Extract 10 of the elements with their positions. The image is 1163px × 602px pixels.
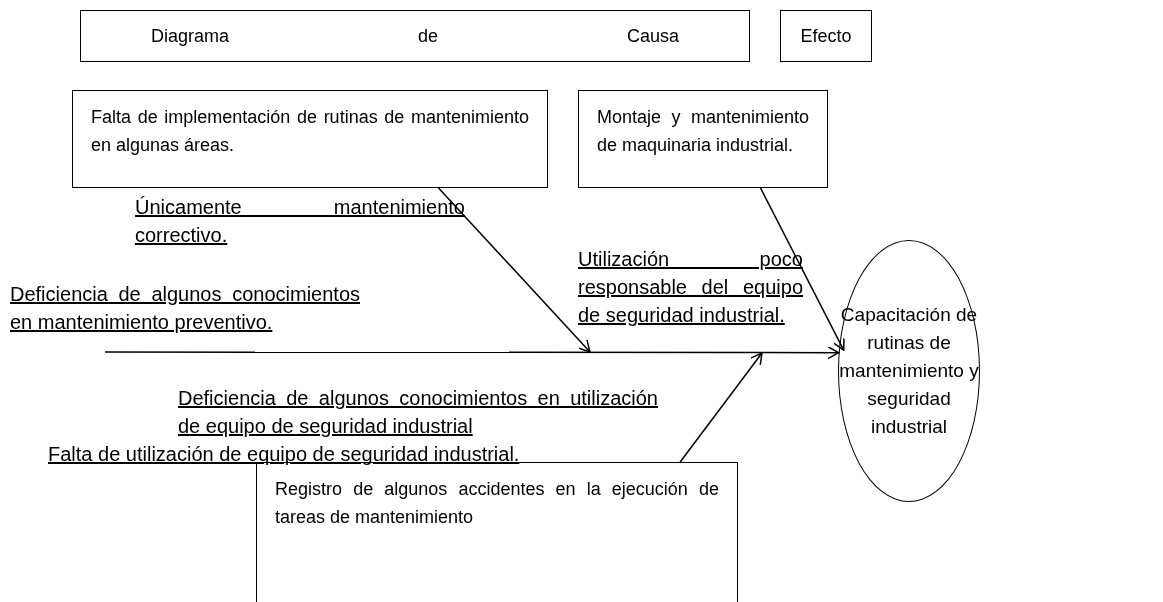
sub-cause-text: Deficiencia de algunos conocimientos en mantenimiento preventivo. [10, 282, 360, 335]
arrow [759, 187, 845, 351]
sub-cause-text: Deficiencia de algunos conocimientos en utilización de equipo de seguridad industrial [178, 386, 658, 439]
effect-heading-box: Efecto [780, 10, 872, 62]
arrow [104, 345, 840, 360]
cause-box: Falta de implementación de rutinas de mantenimiento en algunas áreas. [72, 90, 548, 188]
cause-box: Montaje y mantenimiento de maquinaria industrial. [578, 90, 828, 188]
arrow [437, 187, 591, 353]
title-box: Diagrama de Causa [80, 10, 750, 62]
arrow [679, 352, 763, 463]
